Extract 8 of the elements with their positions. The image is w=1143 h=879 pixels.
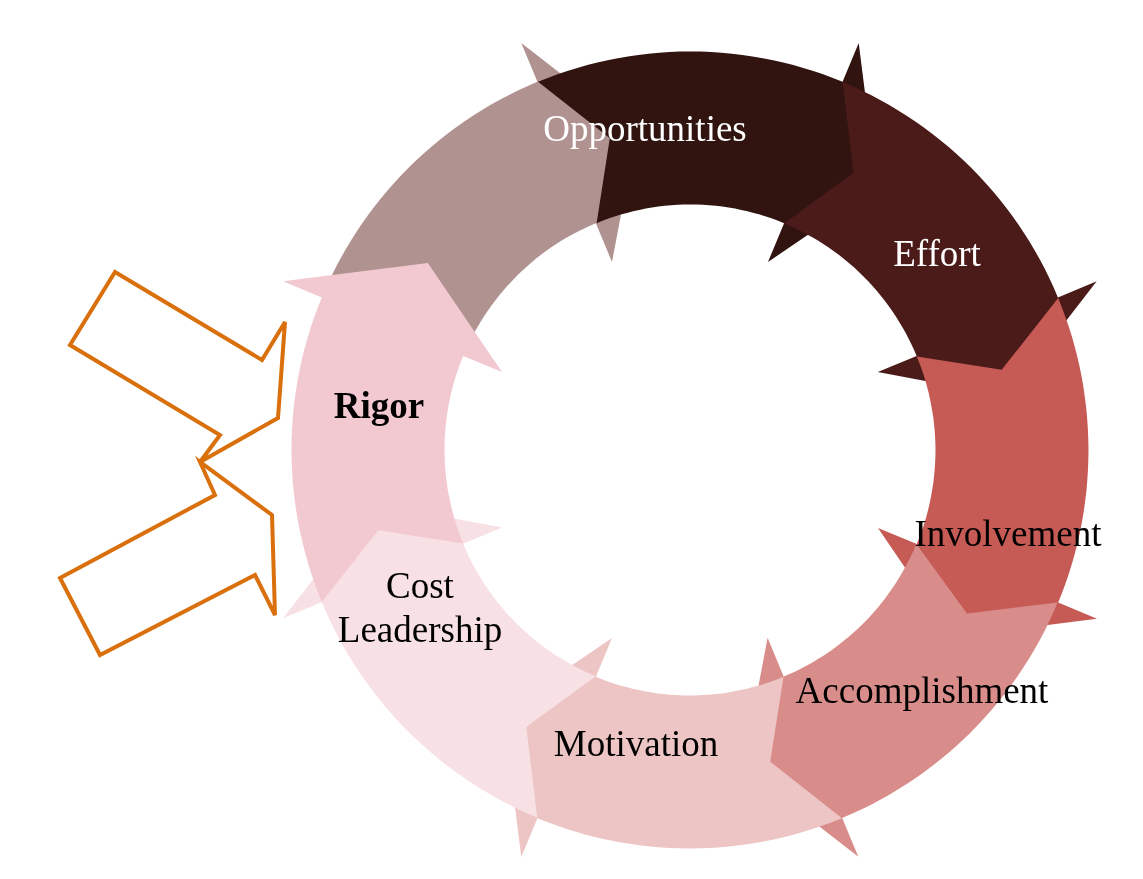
block-arrow: [67, 269, 287, 464]
segment-label: Opportunities: [543, 107, 747, 151]
segment-label: Rigor: [333, 384, 425, 428]
segment-label: Accomplishment: [795, 669, 1049, 713]
segment-label: Cost Leadership: [336, 564, 504, 653]
segment-label: Motivation: [553, 722, 719, 766]
block-arrow: [57, 455, 277, 658]
segment-label: Effort: [893, 232, 981, 276]
